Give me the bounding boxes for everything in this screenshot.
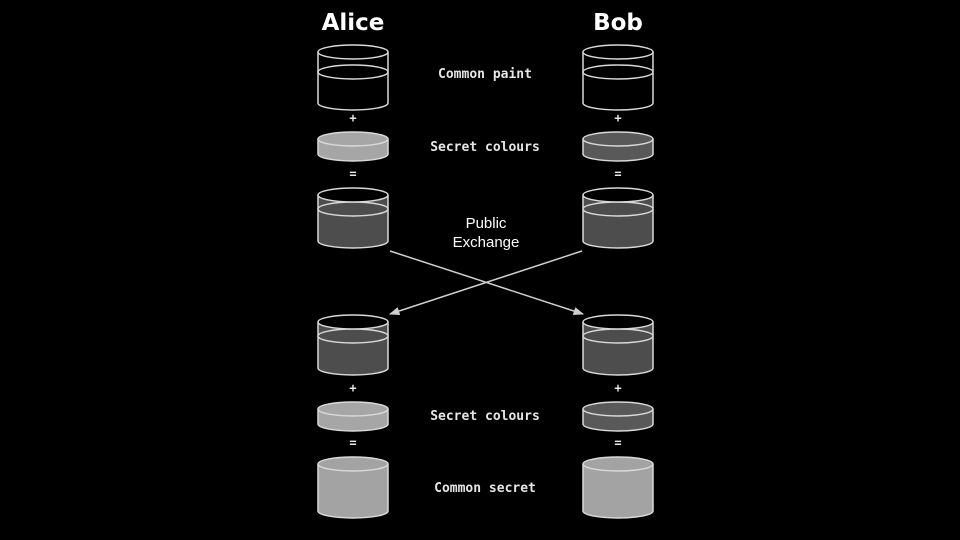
alice-common-secret-can — [317, 456, 389, 519]
bob-secret-colour-can-bottom — [582, 401, 654, 432]
bob-equals-bottom: = — [614, 436, 621, 450]
exchange-arrow-bob-to-alice — [389, 250, 583, 316]
alice-received-mixture-can — [317, 314, 389, 376]
bob-plus-top: + — [614, 111, 621, 125]
bob-header: Bob — [593, 10, 643, 36]
public-exchange-label-line1: Public — [466, 215, 507, 232]
bob-secret-colour-can — [582, 131, 654, 162]
secret-colours-label-bottom: Secret colours — [430, 409, 540, 424]
common-secret-label: Common secret — [434, 481, 536, 496]
public-exchange-label-line2: Exchange — [453, 234, 520, 251]
alice-equals-bottom: = — [349, 436, 356, 450]
bob-received-mixture-can — [582, 314, 654, 376]
alice-secret-colour-can-bottom — [317, 401, 389, 432]
alice-equals-top: = — [349, 167, 356, 181]
bob-mixture-can — [582, 187, 654, 249]
secret-colours-label-top: Secret colours — [430, 140, 540, 155]
alice-secret-colour-can — [317, 131, 389, 162]
alice-mixture-can — [317, 187, 389, 249]
alice-header: Alice — [322, 10, 385, 36]
bob-plus-bottom: + — [614, 381, 621, 395]
bob-common-paint-can — [582, 44, 654, 111]
alice-plus-bottom: + — [349, 381, 356, 395]
alice-common-paint-can — [317, 44, 389, 111]
common-paint-label: Common paint — [438, 67, 532, 82]
bob-common-secret-can — [582, 456, 654, 519]
alice-plus-top: + — [349, 111, 356, 125]
bob-equals-top: = — [614, 167, 621, 181]
